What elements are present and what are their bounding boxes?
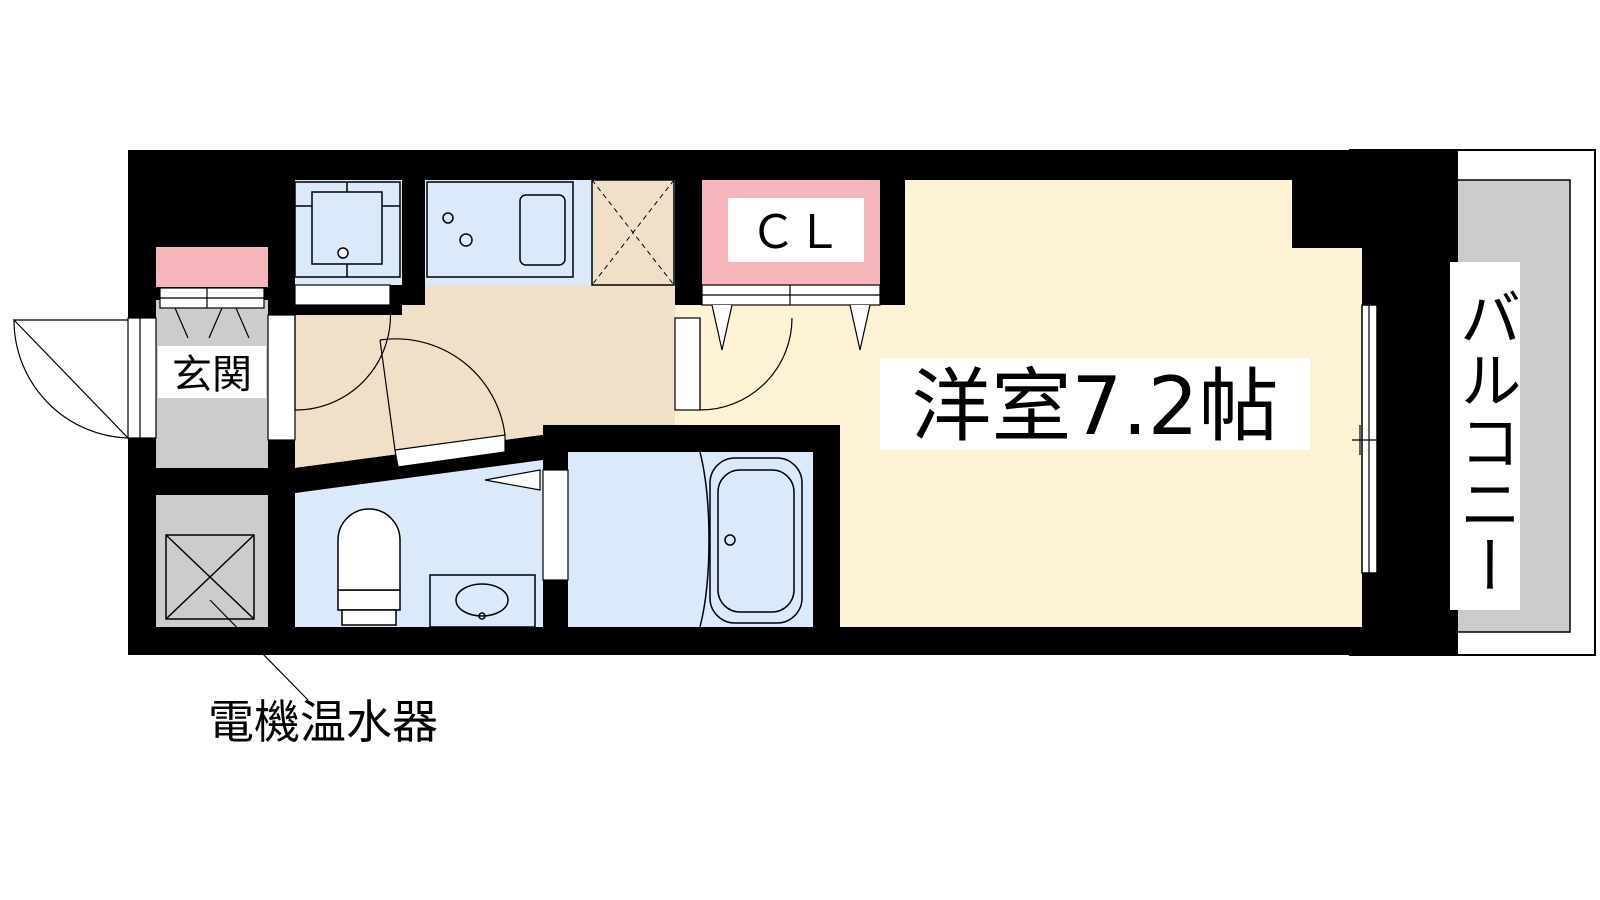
svg-text:洋室7.2帖: 洋室7.2帖	[911, 360, 1278, 453]
svg-text:バルコニー: バルコニー	[1449, 286, 1522, 596]
water-heater-box	[156, 495, 268, 627]
front-door	[12, 317, 157, 439]
entrance-label: 玄関	[158, 346, 266, 398]
washbasin-icon	[429, 574, 536, 628]
entrance-inner-door	[294, 284, 392, 411]
water-heater-leader	[209, 599, 309, 701]
svg-text:玄関: 玄関	[172, 352, 252, 398]
bath-door	[542, 469, 569, 581]
water-heater-label: 電機温水器	[208, 695, 438, 749]
kitchen-floor	[295, 285, 675, 468]
bathroom-floor	[568, 452, 813, 627]
toilet-icon	[337, 508, 401, 626]
western-room-label: 洋室7.2帖	[880, 358, 1310, 453]
washroom-door	[379, 338, 506, 468]
balcony-label: バルコニー	[1449, 262, 1522, 610]
shoe-cabinet	[159, 287, 265, 339]
room-door	[674, 317, 793, 411]
bathtub-icon	[699, 451, 803, 628]
water-heater-icon	[165, 534, 255, 620]
entrance-opening	[267, 314, 296, 441]
svg-text:電機温水器: 電機温水器	[208, 695, 438, 749]
storage-x-icon	[591, 179, 675, 286]
closet-doors	[701, 284, 881, 351]
closet-label: ＣＬ	[728, 198, 864, 262]
entrance-shelf	[156, 247, 268, 287]
shelf-triangle	[484, 469, 541, 491]
balcony-window	[1352, 304, 1400, 574]
washing-machine-icon	[294, 181, 401, 278]
svg-text:ＣＬ: ＣＬ	[750, 205, 842, 259]
kitchen-sink-icon	[426, 181, 574, 278]
